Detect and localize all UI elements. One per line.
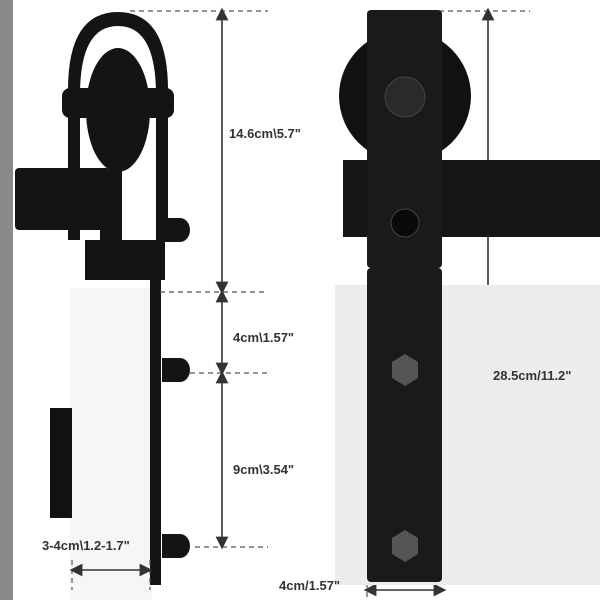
label-door-thickness: 3-4cm\1.2-1.7" [42,538,130,553]
door-bolt-lower [392,530,418,562]
side-door-panel [70,288,152,600]
anti-jump-bolt [390,208,420,238]
door-bolt-upper [392,354,418,386]
label-strap-length: 28.5cm/11.2" [493,368,572,383]
side-view-hardware [15,12,190,585]
door-handle [50,408,72,518]
hanger-strap-lower [367,268,442,582]
label-track-height: 14.6cm\5.7" [229,126,301,141]
axle-bolt [384,76,426,118]
label-strap-width: 4cm/1.57" [279,578,341,593]
hanger-strap-upper [367,10,442,268]
wall [0,0,13,600]
label-bolt-offset: 4cm\1.57" [233,330,295,345]
label-bolt-spacing: 9cm\3.54" [233,462,295,477]
